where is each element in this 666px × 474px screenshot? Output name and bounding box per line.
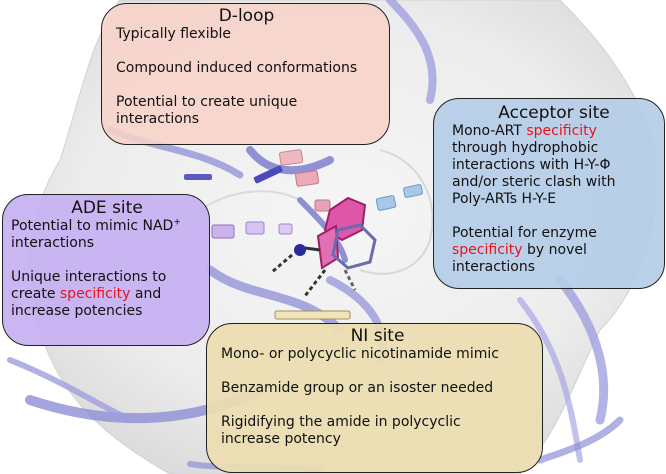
d-loop-text-2: Compound induced conformations bbox=[116, 60, 358, 76]
acceptor-text-1: Mono-ART specificity bbox=[452, 123, 656, 140]
acceptor-specificity-highlight: specificity bbox=[526, 123, 597, 139]
acceptor-text-5: Poly-ARTs H-Y-E bbox=[452, 191, 557, 207]
d-loop-text-3a: Potential to create unique bbox=[116, 94, 298, 110]
acceptor-text-1-prefix: Mono-ART bbox=[452, 123, 527, 139]
ni-site-title: NI site bbox=[350, 326, 405, 346]
acceptor-site-title: Acceptor site bbox=[498, 103, 610, 123]
acceptor-text-8: interactions bbox=[452, 259, 536, 275]
ade-text-1: Potential to mimic NAD+ bbox=[11, 218, 203, 235]
ade-text-3: Unique interactions to bbox=[11, 269, 167, 285]
ni-text-1: Mono- or polycyclic nicotinamide mimic bbox=[221, 346, 499, 362]
ade-text-4-suffix: and bbox=[130, 286, 162, 302]
ade-text-1-main: Potential to mimic NAD bbox=[11, 218, 174, 234]
ni-text-4: increase potency bbox=[221, 431, 341, 447]
ni-text-2: Benzamide group or an isoster needed bbox=[221, 380, 494, 396]
d-loop-title: D-loop bbox=[218, 6, 275, 26]
d-loop-text-3b: interactions bbox=[116, 111, 200, 127]
acceptor-text-7-suffix: by novel bbox=[522, 242, 587, 258]
ade-site-title: ADE site bbox=[71, 198, 143, 218]
interaction-markers bbox=[184, 149, 423, 320]
acceptor-text-3: interactions with H-Y-Φ bbox=[452, 157, 611, 173]
acceptor-specificity-highlight-2: specificity bbox=[452, 242, 523, 258]
acceptor-text-2: through hydrophobic bbox=[452, 140, 599, 156]
ade-text-4-prefix: create bbox=[11, 286, 60, 302]
acceptor-text-4: and/or steric clash with bbox=[452, 174, 616, 190]
d-loop-text-1: Typically flexible bbox=[116, 26, 231, 42]
ade-specificity-highlight: specificity bbox=[59, 286, 131, 302]
ade-site-callout: ADE site Potential to mimic NAD+ interac… bbox=[2, 194, 210, 346]
ligand-molecule bbox=[271, 196, 377, 297]
acceptor-site-callout: Acceptor site Mono-ART specificity throu… bbox=[433, 98, 665, 289]
ade-text-4: create specificity and bbox=[11, 286, 203, 303]
ni-text-3: Rigidifying the amide in polycyclic bbox=[221, 414, 461, 430]
ade-nad-superscript: + bbox=[173, 217, 181, 228]
d-loop-callout: D-loop Typically flexible Compound induc… bbox=[101, 3, 390, 145]
ade-text-5: increase potencies bbox=[11, 303, 143, 319]
ade-text-2: interactions bbox=[11, 235, 95, 251]
acceptor-text-7: specificity by novel bbox=[452, 242, 656, 259]
ni-site-callout: NI site Mono- or polycyclic nicotinamide… bbox=[206, 323, 543, 473]
acceptor-text-6: Potential for enzyme bbox=[452, 225, 597, 241]
